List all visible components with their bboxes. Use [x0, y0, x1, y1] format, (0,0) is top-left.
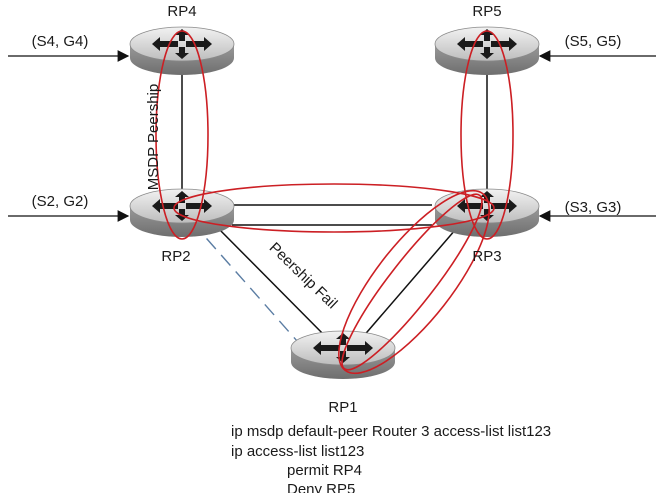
- link-rp3-rp1: [354, 221, 463, 347]
- config-line-deny: Deny RP5: [287, 481, 355, 493]
- label-s4-g4: (S4, G4): [32, 33, 89, 50]
- peering-ring-rp2-rp3: [173, 183, 495, 233]
- label-rp5: RP5: [472, 3, 501, 20]
- config-line-permit: permit RP4: [287, 462, 362, 479]
- config-line-access-list: ip access-list list123: [231, 443, 364, 460]
- link-rp2-rp1: [211, 221, 336, 347]
- label-rp2: RP2: [161, 248, 190, 265]
- peering-ring-rp5-rp3: [460, 30, 514, 240]
- label-rp4: RP4: [167, 3, 196, 20]
- label-s3-g3: (S3, G3): [565, 199, 622, 216]
- peership-fail-label: Peership Fail: [266, 239, 341, 312]
- router-rp5-icon: [434, 26, 540, 76]
- label-rp1: RP1: [328, 399, 357, 416]
- label-s2-g2: (S2, G2): [32, 193, 89, 210]
- peering-ring-rp3-rp1-outer: [338, 189, 490, 375]
- router-rp4-icon: [129, 26, 235, 76]
- label-rp3: RP3: [472, 248, 501, 265]
- router-rp3-icon: [434, 188, 540, 238]
- msdp-peership-label: MSDP Peership: [145, 84, 162, 190]
- label-s5-g5: (S5, G5): [565, 33, 622, 50]
- config-line-default-peer: ip msdp default-peer Router 3 access-lis…: [231, 423, 551, 440]
- peering-ring-rp4-rp2: [155, 30, 209, 240]
- router-rp2-icon: [129, 188, 235, 238]
